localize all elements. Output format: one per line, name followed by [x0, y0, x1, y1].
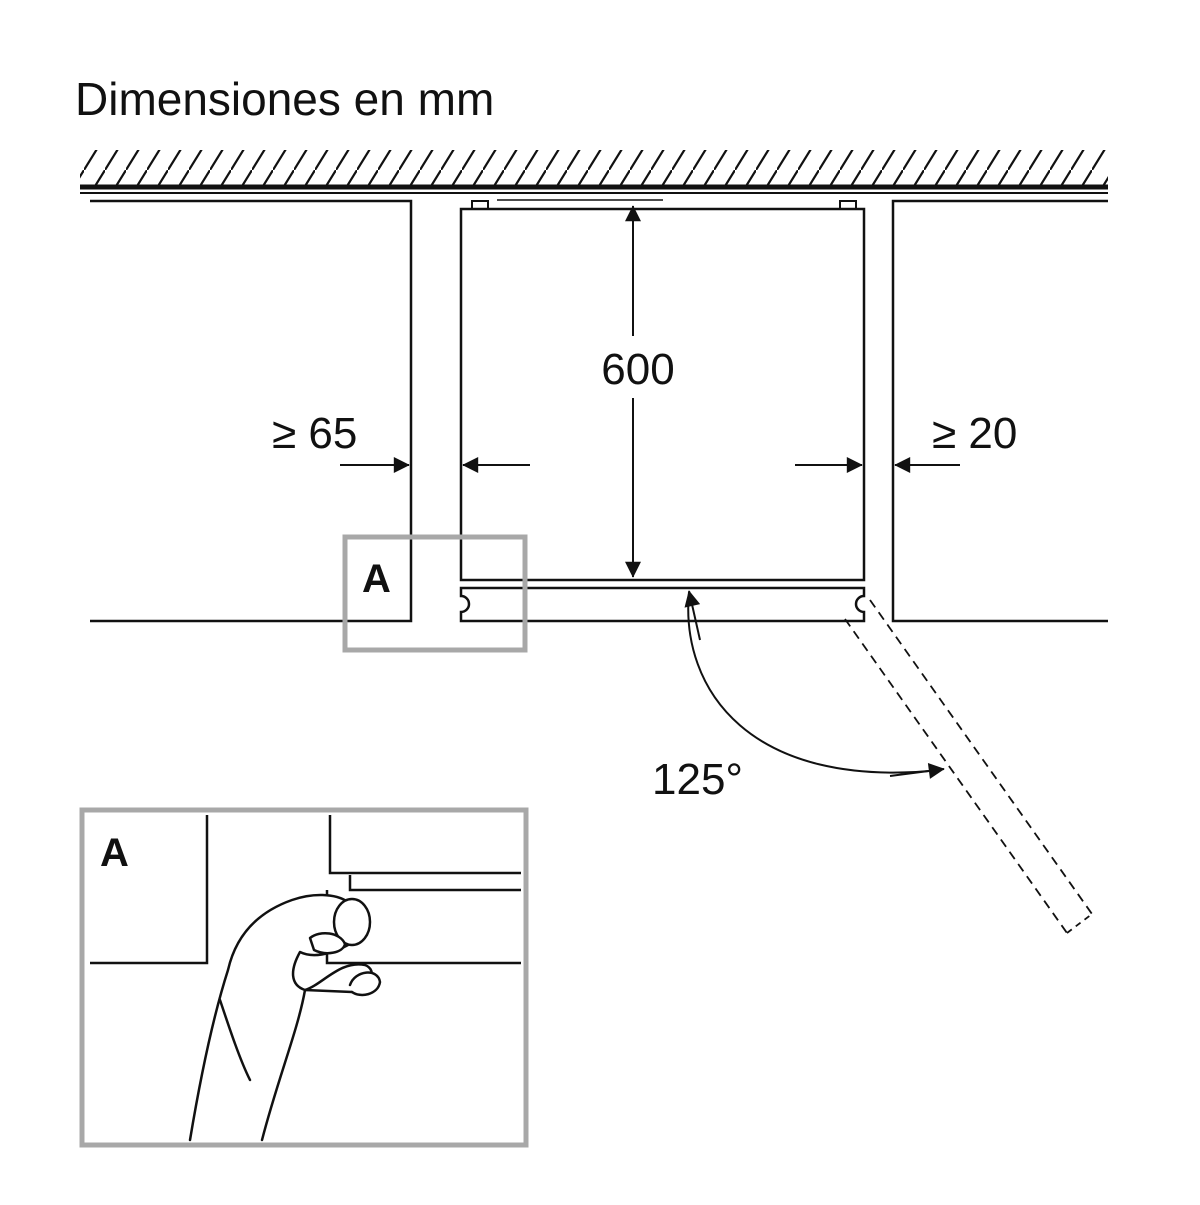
depth-label: 600: [601, 345, 674, 394]
appliance-body: [459, 199, 866, 582]
wall-hatching: [80, 150, 1108, 186]
door-angle-arrow-end: [889, 763, 945, 779]
door-angle-label: 125°: [652, 755, 743, 804]
depth-label-bg: [590, 336, 680, 398]
detail-inset-frame: [79, 807, 529, 1148]
detail-callout-label: A: [362, 557, 391, 601]
inset-appliance-housing: [328, 815, 521, 875]
door-open-outline: [844, 599, 1093, 934]
left-clearance-label: ≥ 65: [272, 409, 357, 458]
appliance-housing: [459, 207, 866, 582]
hand-icon: [188, 893, 382, 1142]
left-cabinet: [90, 199, 413, 623]
right-clearance-label: ≥ 20: [932, 409, 1017, 458]
wall: [80, 150, 1108, 194]
inset-cabinet-edge: [90, 815, 209, 965]
detail-inset: A: [79, 807, 529, 1148]
door-closed: [459, 586, 866, 623]
detail-callout-frame: [342, 534, 528, 653]
door-angle-arrow-start: [684, 590, 701, 641]
right-cabinet: [891, 199, 1108, 623]
inset-door-top: [348, 875, 521, 892]
detail-inset-label: A: [100, 831, 129, 875]
door-angle-arc: [687, 591, 941, 774]
diagram-title: Dimensiones en mm: [75, 73, 494, 125]
